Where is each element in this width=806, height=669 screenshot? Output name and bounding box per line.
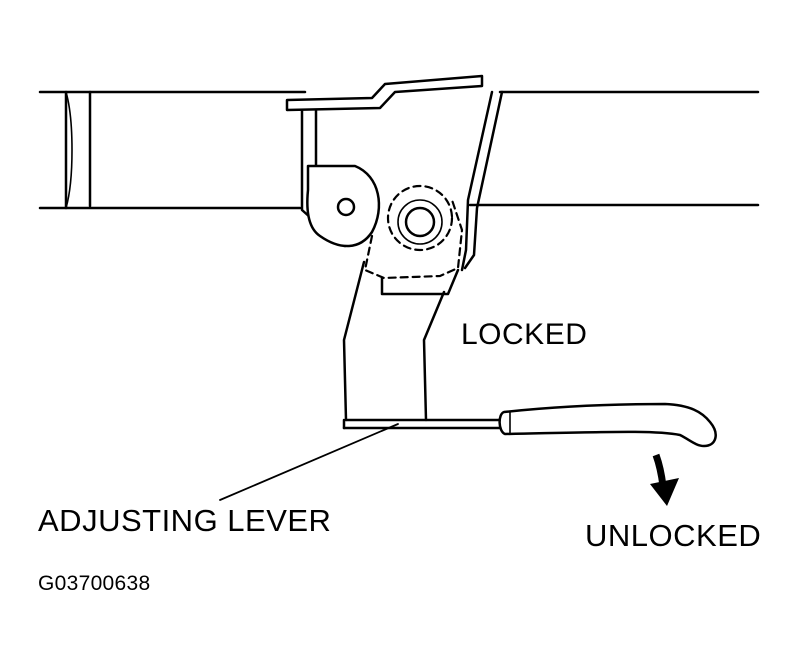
figure-id: G03700638 <box>38 572 151 595</box>
lock-bolt <box>397 199 443 245</box>
locked-label: LOCKED <box>461 318 588 351</box>
lever-grip <box>498 402 717 448</box>
unlocked-label: UNLOCKED <box>585 518 762 553</box>
leader-line-adjusting-lever <box>219 423 399 501</box>
column-tube <box>38 90 760 210</box>
pivot-plate <box>306 164 381 248</box>
lock-cam <box>380 268 460 296</box>
adjusting-lever-label: ADJUSTING LEVER <box>38 503 332 538</box>
down-arrow-icon <box>650 453 679 506</box>
tilt-bracket <box>285 74 504 272</box>
lock-mechanism-hidden <box>363 184 464 280</box>
adjusting-lever <box>342 260 507 430</box>
